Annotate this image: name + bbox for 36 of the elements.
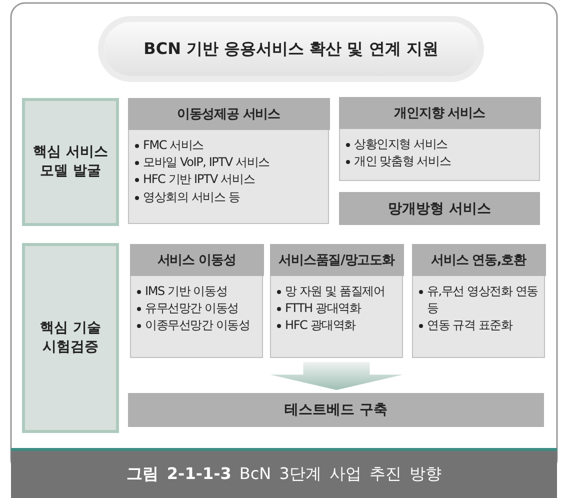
service-card — [270, 244, 403, 358]
title-banner — [104, 22, 478, 76]
box-label: 테스트베드 구축 — [284, 401, 388, 419]
bullet-item: HFC 광대역화 — [285, 317, 356, 334]
service-card — [128, 98, 329, 224]
service-card — [130, 244, 263, 358]
card-header: 서비스 이동성 — [130, 244, 264, 276]
service-card — [339, 97, 540, 181]
category-box — [22, 98, 119, 226]
bullet-item: 모바일 VoIP, IPTV 서비스 — [143, 154, 270, 171]
bullet-item: 상황인지형 서비스 — [354, 136, 448, 152]
bullet-item: 유,무선 영상전화 연동 등 — [427, 282, 540, 317]
service-box — [339, 192, 540, 225]
box-label: 망개방형 서비스 — [388, 200, 491, 218]
bullet-item: 영상회의 서비스 등 — [143, 188, 240, 206]
figure-caption: 그림 2-1-1-3 BcN 3단계 사업 추진 방향 — [11, 448, 557, 498]
bullet-item: IMS 기반 이동성 — [145, 282, 228, 300]
bullet-item: 연동 규격 표준화 — [427, 317, 512, 334]
bullet-item: HFC 기반 IPTV 서비스 — [143, 171, 255, 188]
service-card — [412, 244, 545, 358]
card-header: 이동성제공 서비스 — [128, 98, 330, 130]
card-header: 서비스 연동,호환 — [412, 244, 546, 276]
title-text: BCN 기반 응용서비스 확산 및 연계 지원 — [144, 38, 438, 60]
block-arrow — [270, 362, 403, 390]
category-box — [22, 243, 119, 433]
card-header: 서비스품질/망고도화 — [270, 244, 404, 276]
bullet-item: 개인 맞춤형 서비스 — [354, 152, 451, 170]
box-label: 핵심 서비스 모델 발굴 — [32, 143, 109, 181]
box-label: 핵심 기술 시험검증 — [39, 319, 102, 357]
card-header: 개인지향 서비스 — [338, 96, 540, 128]
bullet-item: FMC 서비스 — [143, 136, 204, 154]
bullet-item: FTTH 광대역화 — [285, 300, 361, 317]
bullet-item: 망 자원 및 품질제어 — [285, 282, 385, 300]
bullet-item: 유무선망간 이동성 — [145, 300, 239, 317]
bullet-item: 이종무선망간 이동성 — [145, 317, 250, 334]
service-box — [128, 393, 544, 427]
